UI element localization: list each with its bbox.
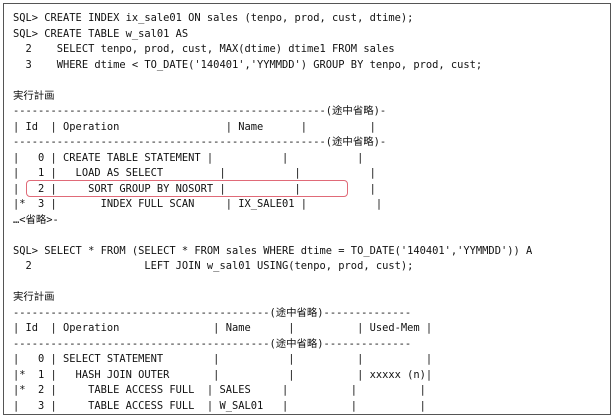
sql-output-panel: SQL> CREATE INDEX ix_sale01 ON sales (te… bbox=[3, 3, 611, 415]
plan1-header-row: | Id | Operation | Name | | bbox=[13, 120, 376, 133]
plan1-heading: 実行計画 bbox=[13, 89, 55, 102]
sql-select-line: 2 SELECT tenpo, prod, cust, MAX(dtime) d… bbox=[13, 43, 395, 55]
sql-select-join-line: SQL> SELECT * FROM (SELECT * FROM sales … bbox=[13, 244, 533, 257]
plan1-divider: ----------------------------------------… bbox=[13, 105, 387, 117]
blank-line bbox=[13, 275, 532, 291]
sql-create-index-line: SQL> CREATE INDEX ix_sale01 ON sales (te… bbox=[13, 12, 414, 24]
plan2-divider: ----------------------------------------… bbox=[13, 306, 412, 319]
plan2-row: | 3 | TABLE ACCESS FULL | W_SAL01 | | | bbox=[13, 399, 426, 412]
plan2-header-row: | Id | Operation | Name | | Used-Mem | bbox=[13, 322, 433, 334]
blank-line bbox=[13, 228, 532, 244]
plan2-row: | 0 | SELECT STATEMENT | | | | bbox=[13, 353, 433, 365]
sql-create-table-line: SQL> CREATE TABLE w_sal01 AS bbox=[13, 27, 189, 40]
plan1-row: | 0 | CREATE TABLE STATEMENT | | | bbox=[13, 151, 364, 164]
plan1-row: |* 3 | INDEX FULL SCAN | IX_SALE01 | | bbox=[13, 198, 383, 210]
plan2-heading: 実行計画 bbox=[13, 291, 55, 303]
plan2-divider: ----------------------------------------… bbox=[13, 337, 412, 350]
plan2-row: |* 1 | HASH JOIN OUTER | | | xxxxx (n)| bbox=[13, 368, 433, 381]
sql-console-text: SQL> CREATE INDEX ix_sale01 ON sales (te… bbox=[13, 11, 532, 414]
blank-line bbox=[13, 73, 532, 89]
plan1-row: | 1 | LOAD AS SELECT | | | bbox=[13, 167, 376, 179]
plan1-divider: ----------------------------------------… bbox=[13, 136, 387, 148]
plan1-omitted-note: …<省略>- bbox=[13, 213, 59, 226]
sql-left-join-line: 2 LEFT JOIN w_sal01 USING(tenpo, prod, c… bbox=[13, 260, 414, 272]
highlight-box bbox=[26, 180, 348, 197]
plan1-row-highlighted: | 2 | SORT GROUP BY NOSORT | | | bbox=[13, 182, 376, 195]
sql-where-line: 3 WHERE dtime < TO_DATE('140401','YYMMDD… bbox=[13, 58, 483, 71]
plan2-row: |* 2 | TABLE ACCESS FULL | SALES | | | bbox=[13, 384, 426, 396]
